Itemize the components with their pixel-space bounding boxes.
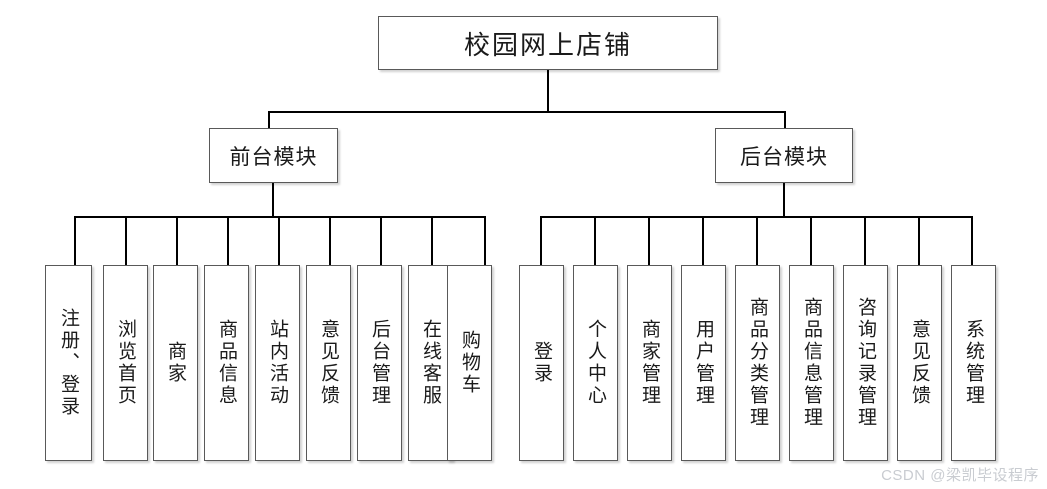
- connector-front-leaf-5: [329, 216, 331, 265]
- connector-back-leaf-2: [648, 216, 650, 265]
- connector-back-leaf-1: [594, 216, 596, 265]
- connector-back-leaf-8: [971, 216, 973, 265]
- node-module-back-label: 后台模块: [740, 144, 828, 169]
- node-leaf-back-5-label: 商品信息管理: [801, 297, 822, 429]
- node-leaf-front-0-label: 注册、登录: [58, 308, 79, 418]
- watermark: CSDN @梁凯毕设程序: [881, 467, 1039, 484]
- node-leaf-back-0-label: 登录: [531, 341, 552, 385]
- node-module-front: 前台模块: [209, 128, 338, 183]
- connector-front-leaf-4: [278, 216, 280, 265]
- node-leaf-front-7: 在线客服: [408, 265, 453, 461]
- connector-back-leaf-3: [702, 216, 704, 265]
- node-leaf-front-4-label: 站内活动: [267, 319, 288, 407]
- node-leaf-front-1-label: 浏览首页: [115, 319, 136, 407]
- connector-back-drop: [783, 183, 785, 217]
- node-leaf-front-2-label: 商家: [165, 341, 186, 385]
- connector-front-drop: [272, 183, 274, 217]
- node-leaf-back-3-label: 用户管理: [693, 319, 714, 407]
- node-leaf-back-4-label: 商品分类管理: [747, 297, 768, 429]
- node-leaf-front-8-label: 购物车: [459, 330, 480, 396]
- node-leaf-front-3-label: 商品信息: [216, 319, 237, 407]
- connector-front-leaf-1: [125, 216, 127, 265]
- node-leaf-back-1: 个人中心: [573, 265, 618, 461]
- connector-front-leaf-6: [380, 216, 382, 265]
- node-leaf-back-7: 意见反馈: [897, 265, 942, 461]
- connector-back-leaf-5: [810, 216, 812, 265]
- node-leaf-front-7-label: 在线客服: [420, 319, 441, 407]
- node-leaf-back-2-label: 商家管理: [639, 319, 660, 407]
- node-leaf-front-3: 商品信息: [204, 265, 249, 461]
- node-leaf-front-1: 浏览首页: [103, 265, 148, 461]
- node-leaf-front-6: 后台管理: [357, 265, 402, 461]
- node-leaf-front-5: 意见反馈: [306, 265, 351, 461]
- connector-root-drop: [547, 70, 549, 112]
- node-root-label: 校园网上店铺: [463, 30, 632, 60]
- node-leaf-back-8: 系统管理: [951, 265, 996, 461]
- node-leaf-back-7-label: 意见反馈: [909, 319, 930, 407]
- connector-front-leaf-7: [431, 216, 433, 265]
- node-leaf-front-0: 注册、登录: [45, 265, 92, 461]
- node-leaf-back-8-label: 系统管理: [963, 319, 984, 407]
- connector-bus-to-module-back: [784, 111, 786, 129]
- node-leaf-back-2: 商家管理: [627, 265, 672, 461]
- node-leaf-back-0: 登录: [519, 265, 564, 461]
- connector-front-leaf-3: [227, 216, 229, 265]
- node-leaf-front-8: 购物车: [447, 265, 492, 461]
- connector-back-leaf-6: [864, 216, 866, 265]
- connector-front-leaf-0: [74, 216, 76, 265]
- node-root: 校园网上店铺: [378, 16, 718, 70]
- connector-back-leaf-7: [918, 216, 920, 265]
- connector-front-bus: [74, 216, 486, 218]
- node-leaf-front-5-label: 意见反馈: [318, 319, 339, 407]
- node-leaf-back-3: 用户管理: [681, 265, 726, 461]
- node-module-front-label: 前台模块: [229, 144, 318, 169]
- node-leaf-front-6-label: 后台管理: [369, 319, 390, 407]
- node-leaf-back-5: 商品信息管理: [789, 265, 834, 461]
- connector-bus-to-module-front: [268, 111, 270, 129]
- connector-front-leaf-8: [484, 216, 486, 265]
- connector-back-leaf-4: [756, 216, 758, 265]
- node-leaf-back-4: 商品分类管理: [735, 265, 780, 461]
- node-leaf-back-6-label: 咨询记录管理: [855, 297, 876, 429]
- node-module-back: 后台模块: [715, 128, 853, 183]
- node-leaf-back-6: 咨询记录管理: [843, 265, 888, 461]
- node-leaf-front-2: 商家: [153, 265, 198, 461]
- connector-back-leaf-0: [540, 216, 542, 265]
- node-leaf-front-4: 站内活动: [255, 265, 300, 461]
- node-leaf-back-1-label: 个人中心: [585, 319, 606, 407]
- connector-top-bus: [268, 111, 786, 113]
- connector-front-leaf-2: [176, 216, 178, 265]
